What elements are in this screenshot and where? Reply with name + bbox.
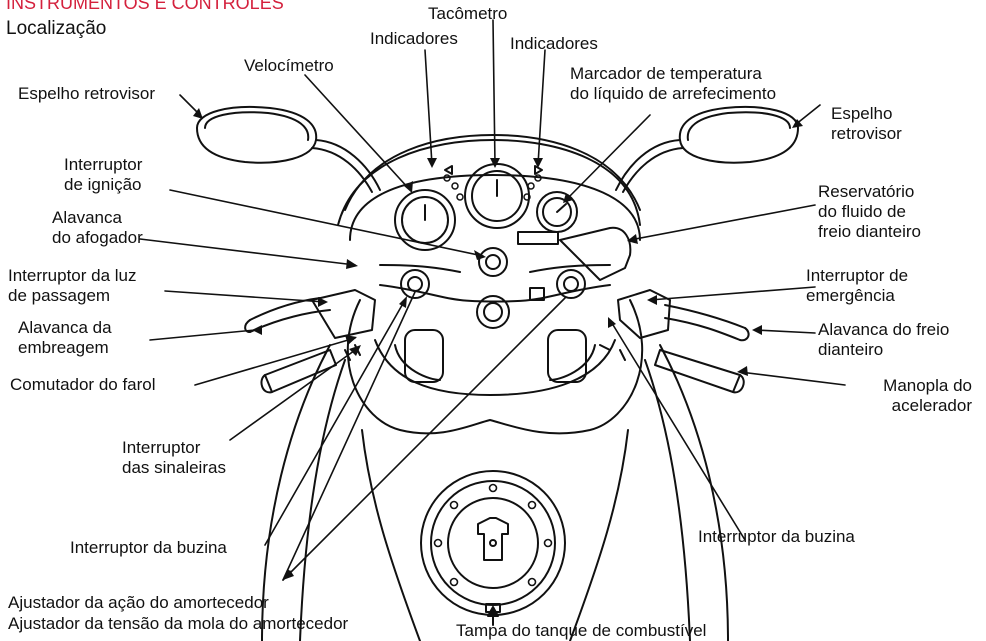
label-embreagem: Alavanca da embreagem bbox=[18, 318, 112, 358]
section-subheading: Localização bbox=[6, 18, 106, 40]
fuel-cap-drawing bbox=[421, 471, 565, 625]
label-buzina-right: Interruptor da buzina bbox=[698, 527, 855, 547]
label-tacometro: Tacômetro bbox=[428, 4, 507, 24]
label-freio-dianteiro: Alavanca do freio dianteiro bbox=[818, 320, 949, 360]
label-comutador-farol: Comutador do farol bbox=[10, 375, 156, 395]
handlebars-drawing bbox=[245, 228, 748, 393]
label-temperatura: Marcador de temperatura do líquido de ar… bbox=[570, 64, 776, 104]
label-buzina-left: Interruptor da buzina bbox=[70, 538, 227, 558]
label-indicadores-right: Indicadores bbox=[510, 34, 598, 54]
label-ignicao: Interruptor de ignição bbox=[64, 155, 142, 195]
leader-lines bbox=[140, 20, 845, 580]
label-tensao-mola: Ajustador da tensão da mola do amorteced… bbox=[8, 614, 348, 634]
label-manopla: Manopla do acelerador bbox=[850, 376, 972, 416]
section-heading: INSTRUMENTOS E CONTROLES bbox=[6, 0, 284, 13]
label-velocimetro: Velocímetro bbox=[244, 56, 334, 76]
label-afogador: Alavanca do afogador bbox=[52, 208, 143, 248]
label-espelho-left: Espelho retrovisor bbox=[18, 84, 155, 104]
label-espelho-right: Espelho retrovisor bbox=[831, 104, 902, 144]
instrument-cluster-drawing bbox=[338, 135, 640, 250]
label-tampa-tanque: Tampa do tanque de combustível bbox=[456, 621, 706, 641]
label-reservatorio: Reservatório do fluido de freio dianteir… bbox=[818, 182, 921, 242]
label-acao-amortecedor: Ajustador da ação do amortecedor bbox=[8, 593, 269, 613]
leader-arrowheads bbox=[193, 108, 803, 580]
label-luz-passagem: Interruptor da luz de passagem bbox=[8, 266, 137, 306]
label-indicadores-left: Indicadores bbox=[370, 29, 458, 49]
label-sinaleiras: Interruptor das sinaleiras bbox=[122, 438, 226, 478]
label-emergencia: Interruptor de emergência bbox=[806, 266, 908, 306]
